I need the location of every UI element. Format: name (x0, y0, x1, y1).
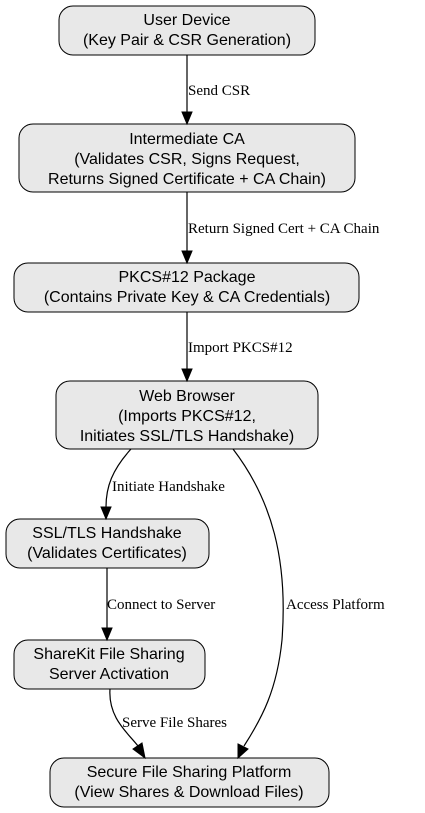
node-secure-platform-line-2: (View Shares & Download Files) (74, 784, 303, 801)
node-intermediate-ca-line-2: (Validates CSR, Signs Request, (74, 151, 300, 168)
edge-return-signed: Return Signed Cert + CA Chain (181, 192, 380, 265)
node-pkcs12-package: PKCS#12 Package (Contains Private Key & … (13, 262, 360, 313)
arrowhead-icon (132, 742, 146, 760)
node-pkcs12-package-line-1: PKCS#12 Package (119, 269, 256, 286)
edge-label-send-csr: Send CSR (188, 83, 250, 99)
node-user-device-line-2: (Key Pair & CSR Generation) (83, 32, 291, 49)
node-user-device-line-1: User Device (143, 12, 230, 29)
arrowhead-icon (181, 250, 193, 265)
arrowhead-icon (100, 506, 112, 521)
edge-label-serve-shares: Serve File Shares (122, 715, 227, 731)
node-intermediate-ca-line-1: Intermediate CA (129, 131, 245, 148)
node-secure-platform-line-1: Secure File Sharing Platform (87, 764, 292, 781)
node-tls-handshake-line-1: SSL/TLS Handshake (32, 525, 182, 542)
node-intermediate-ca-line-3: Returns Signed Certificate + CA Chain) (48, 171, 326, 188)
node-tls-handshake-line-2: (Validates Certificates) (27, 545, 187, 562)
arrowhead-icon (101, 627, 113, 642)
edge-label-connect-server: Connect to Server (107, 597, 215, 613)
edge-connect-server: Connect to Server (101, 568, 215, 642)
node-web-browser-line-2: (Imports PKCS#12, (118, 408, 256, 425)
edge-initiate-handshake: Initiate Handshake (100, 448, 225, 521)
arrowhead-icon (181, 368, 193, 383)
edge-access-platform: Access Platform (232, 448, 385, 760)
edge-label-import-pkcs12: Import PKCS#12 (188, 340, 293, 356)
node-web-browser-line-3: Initiates SSL/TLS Handshake) (80, 428, 294, 445)
node-user-device: User Device (Key Pair & CSR Generation) (58, 5, 316, 56)
edge-label-access-platform: Access Platform (286, 597, 385, 613)
node-secure-platform: Secure File Sharing Platform (View Share… (49, 757, 330, 808)
node-sharekit-server-line-1: ShareKit File Sharing (33, 646, 184, 663)
node-sharekit-server-line-2: Server Activation (49, 666, 169, 683)
edge-send-csr: Send CSR (181, 55, 250, 126)
node-tls-handshake: SSL/TLS Handshake (Validates Certificate… (5, 518, 210, 569)
arrowhead-icon (181, 111, 193, 126)
node-web-browser-line-1: Web Browser (139, 388, 235, 405)
edge-label-return-signed: Return Signed Cert + CA Chain (188, 221, 380, 237)
node-web-browser: Web Browser (Imports PKCS#12, Initiates … (55, 380, 319, 450)
edge-serve-shares: Serve File Shares (109, 688, 227, 760)
node-sharekit-server: ShareKit File Sharing Server Activation (13, 639, 206, 690)
node-intermediate-ca: Intermediate CA (Validates CSR, Signs Re… (18, 123, 356, 193)
node-pkcs12-package-line-2: (Contains Private Key & CA Credentials) (44, 289, 330, 306)
arrowhead-icon (237, 743, 249, 760)
edge-import-pkcs12: Import PKCS#12 (181, 312, 293, 383)
edge-label-initiate-handshake: Initiate Handshake (112, 479, 225, 495)
